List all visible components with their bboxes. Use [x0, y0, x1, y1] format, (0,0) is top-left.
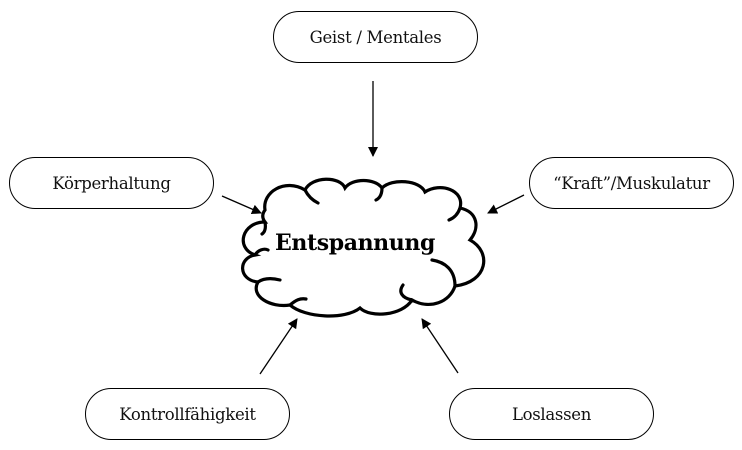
node-loslassen: Loslassen: [449, 388, 654, 440]
cloud-inner-arc: [256, 277, 282, 284]
node-label: Kontrollfähigkeit: [119, 404, 256, 424]
node-kontrollfaehigkeit: Kontrollfähigkeit: [85, 388, 290, 440]
cloud-inner-arc: [447, 206, 462, 222]
cloud-inner-arc: [430, 258, 457, 288]
node-geist-mentales: Geist / Mentales: [273, 11, 478, 63]
node-label: “Kraft”/Muskulatur: [553, 173, 710, 193]
node-koerperhaltung: Körperhaltung: [9, 157, 214, 209]
cloud-inner-arc: [253, 247, 270, 257]
cloud-inner-arc: [303, 188, 320, 205]
cloud-inner-arc: [288, 297, 308, 307]
cloud-inner-arc: [399, 283, 414, 302]
node-kraft-muskulatur: “Kraft”/Muskulatur: [529, 157, 734, 209]
arrow-bottom-left-to-center: [259, 318, 298, 375]
arrow-right-to-center: [487, 194, 525, 214]
center-label: Entspannung: [275, 230, 435, 256]
arrow-bottom-right-to-center: [421, 318, 459, 374]
cloud-inner-arc: [374, 186, 384, 202]
node-label: Geist / Mentales: [309, 27, 442, 47]
cloud-inner-arc: [260, 220, 267, 236]
cloud-shape: [241, 177, 486, 318]
arrow-left-to-center: [221, 195, 262, 214]
node-label: Körperhaltung: [52, 173, 171, 193]
node-label: Loslassen: [511, 404, 592, 424]
